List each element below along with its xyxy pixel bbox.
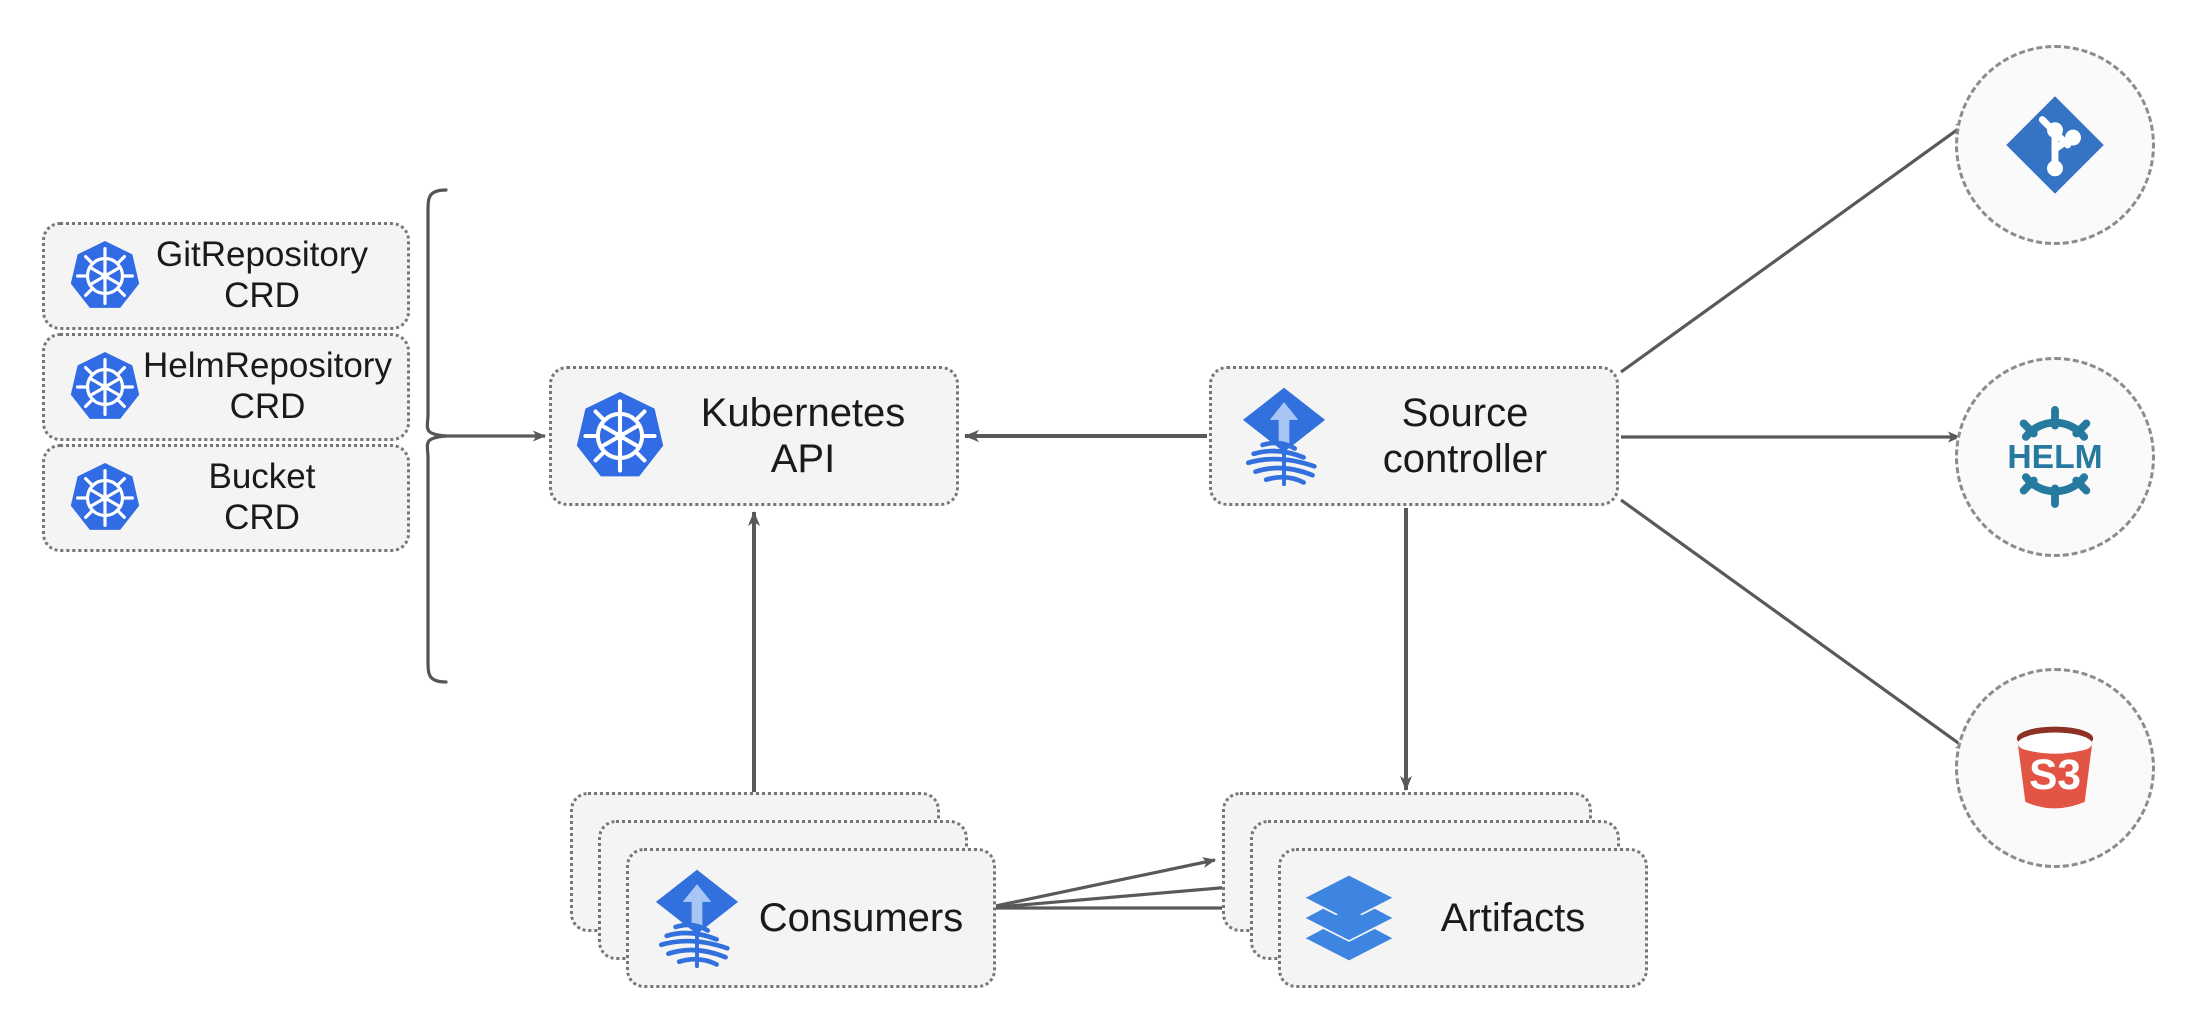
- layers-icon: [1303, 868, 1395, 968]
- s3-icon: S3: [2002, 715, 2108, 821]
- crd-card-label: HelmRepository CRD: [143, 346, 392, 426]
- external-source-helm[interactable]: HELM: [1955, 357, 2155, 557]
- flux-icon: [1238, 386, 1330, 486]
- stack-artifacts[interactable]: Artifacts: [1222, 792, 1662, 1002]
- node-label-source-controller: Source controller: [1382, 390, 1548, 481]
- arrow-consumers-to-artifacts-2: [985, 881, 1244, 910]
- s3-label: S3: [2029, 751, 2081, 798]
- node-label-artifacts: Artifacts: [1440, 895, 1586, 940]
- kubernetes-icon: [67, 238, 143, 314]
- arrow-consumers-to-artifacts-1: [985, 857, 1216, 910]
- crd-card-helm-repository[interactable]: HelmRepository CRD: [42, 333, 410, 441]
- git-icon: [2002, 92, 2108, 198]
- node-kubernetes-api[interactable]: Kubernetes API: [549, 366, 959, 506]
- helm-label: HELM: [2007, 439, 2102, 476]
- crd-group-bracket: [425, 188, 448, 684]
- external-source-s3[interactable]: S3: [1955, 668, 2155, 868]
- kubernetes-icon: [67, 460, 143, 536]
- crd-card-label: GitRepository CRD: [155, 235, 369, 315]
- node-artifacts[interactable]: Artifacts: [1278, 848, 1648, 988]
- external-source-git[interactable]: [1955, 45, 2155, 245]
- node-consumers[interactable]: Consumers: [626, 848, 996, 988]
- arrow-source-controller-to-git: [1620, 120, 1969, 374]
- node-label-kubernetes-api: Kubernetes API: [700, 390, 906, 481]
- node-source-controller[interactable]: Source controller: [1209, 366, 1619, 506]
- crd-card-label: Bucket CRD: [208, 457, 316, 537]
- kubernetes-icon: [67, 349, 143, 425]
- kubernetes-icon: [572, 388, 668, 484]
- flux-icon: [651, 868, 743, 968]
- crd-card-git-repository[interactable]: GitRepository CRD: [42, 222, 410, 330]
- arrow-source-controller-to-s3: [1620, 498, 1969, 752]
- stack-consumers[interactable]: Consumers: [570, 792, 1010, 1002]
- node-label-consumers: Consumers: [758, 895, 964, 940]
- helm-icon: HELM: [1999, 401, 2111, 513]
- crd-card-bucket[interactable]: Bucket CRD: [42, 444, 410, 552]
